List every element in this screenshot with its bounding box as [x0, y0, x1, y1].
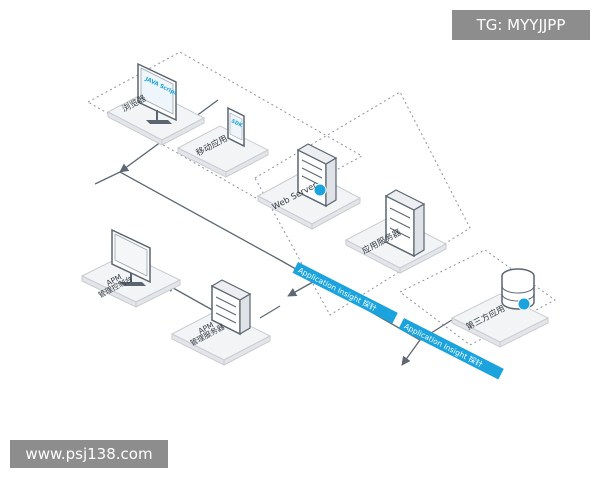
server-group-outline: [254, 91, 471, 316]
browser-node: JAVA Script 浏览器: [106, 62, 206, 146]
probe-1-label: Application Insight 探针: [297, 265, 380, 314]
apm-server-node: APM 管理服务器: [170, 279, 272, 366]
database-icon: [501, 268, 535, 311]
database-badge-icon: [517, 297, 531, 311]
monitor-icon: [111, 228, 151, 286]
watermark-bottom-left: www.psj138.com: [10, 440, 168, 468]
apm-server-icon: [210, 279, 252, 336]
web-server-icon: [296, 143, 338, 208]
web-server-node: Web Server: [256, 143, 362, 230]
apm-to-console-arrow: [165, 283, 217, 313]
apm-connector-line: [259, 305, 281, 319]
app-server-node: 应用服务器: [344, 189, 448, 274]
mobile-screen-text: SDK: [230, 118, 244, 129]
third-party-node: 第三方应用: [450, 268, 550, 348]
monitor-icon: JAVA Script: [137, 62, 178, 124]
third-party-group-outline: [399, 249, 556, 346]
phone-icon: SDK: [227, 106, 245, 148]
probe-badge-1: Application Insight 探针: [292, 262, 398, 324]
app-server-icon: [384, 189, 426, 258]
globe-icon: [313, 183, 327, 197]
apm-console-node: APM 管理控制台: [80, 228, 182, 308]
mobile-node: SDK 移动应用: [176, 106, 270, 178]
watermark-top-right: TG: MYYJJPP: [452, 10, 590, 40]
